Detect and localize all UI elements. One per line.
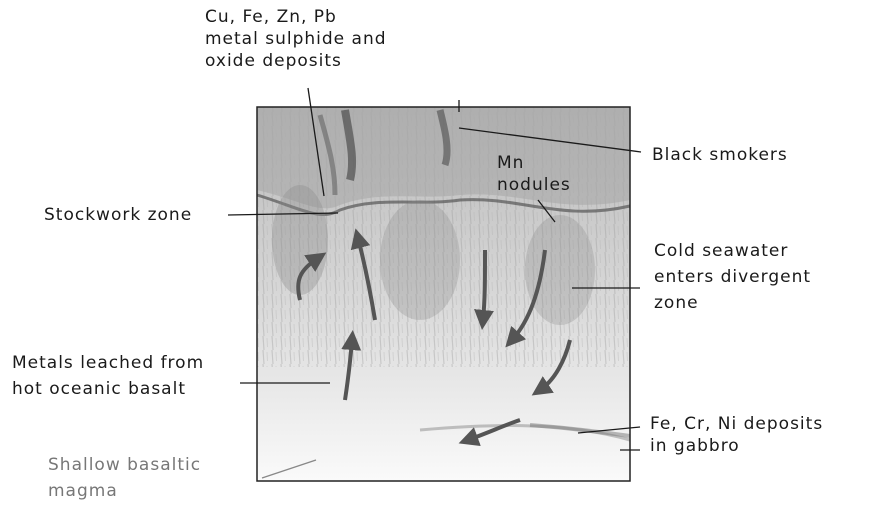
label-fe-cr-ni: Fe, Cr, Ni deposits in gabbro bbox=[650, 413, 823, 457]
label-cold-line2: enters divergent bbox=[654, 264, 811, 290]
label-magma-line1: Shallow basaltic bbox=[48, 452, 201, 478]
label-black-smokers-text: Black smokers bbox=[652, 144, 788, 166]
label-metals-leached: Metals leached from hot oceanic basalt bbox=[12, 350, 204, 402]
label-magma-line2: magma bbox=[48, 478, 201, 504]
label-deposits-line1: Cu, Fe, Zn, Pb bbox=[205, 6, 387, 28]
label-stockwork-zone: Stockwork zone bbox=[44, 204, 192, 226]
label-metals-line1: Metals leached from bbox=[12, 350, 204, 376]
label-cold-seawater: Cold seawater enters divergent zone bbox=[654, 238, 811, 316]
label-deposits-line3: oxide deposits bbox=[205, 50, 387, 72]
label-fe-line1: Fe, Cr, Ni deposits bbox=[650, 413, 823, 435]
cross-section-illustration bbox=[257, 107, 630, 481]
label-deposits-line2: metal sulphide and bbox=[205, 28, 387, 50]
label-stockwork-text: Stockwork zone bbox=[44, 204, 192, 226]
label-mn-line2: nodules bbox=[497, 174, 571, 196]
label-mn-line1: Mn bbox=[497, 152, 571, 174]
label-fe-line2: in gabbro bbox=[650, 435, 823, 457]
label-cold-line3: zone bbox=[654, 290, 811, 316]
label-deposits-top: Cu, Fe, Zn, Pb metal sulphide and oxide … bbox=[205, 6, 387, 72]
label-cold-line1: Cold seawater bbox=[654, 238, 811, 264]
label-metals-line2: hot oceanic basalt bbox=[12, 376, 204, 402]
label-mn-nodules: Mn nodules bbox=[497, 152, 571, 196]
label-shallow-magma: Shallow basaltic magma bbox=[48, 452, 201, 504]
label-black-smokers: Black smokers bbox=[652, 144, 788, 166]
